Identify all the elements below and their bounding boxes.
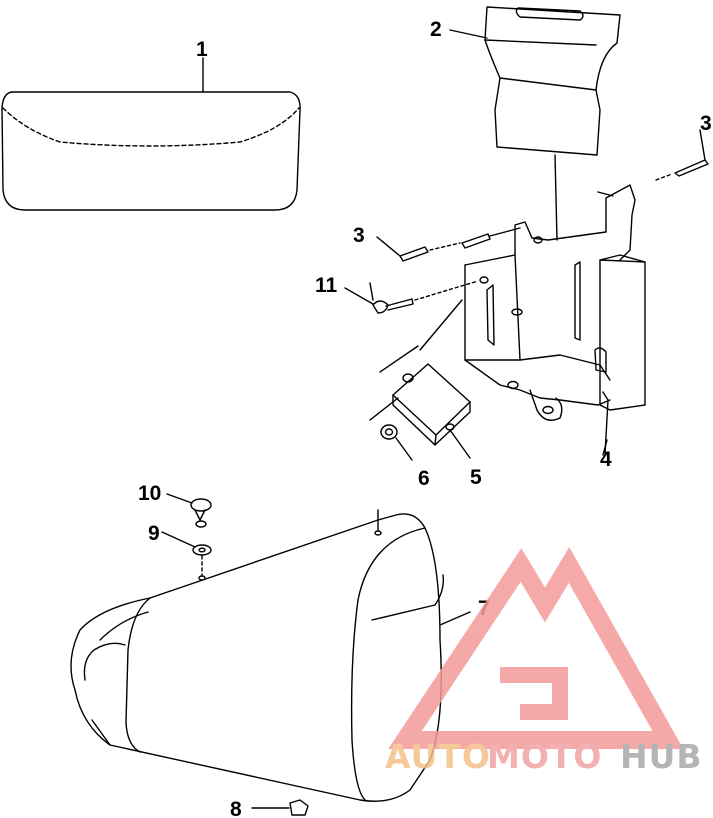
callout-10: 10 bbox=[138, 482, 161, 505]
part-3-screw-right bbox=[655, 159, 709, 181]
part-3-screw-left bbox=[399, 227, 521, 262]
part-4-bracket bbox=[464, 184, 646, 456]
callout-8: 8 bbox=[230, 798, 242, 818]
part-7-rear-cover bbox=[70, 509, 471, 802]
callout-4: 4 bbox=[600, 448, 612, 471]
part-6-nut bbox=[380, 424, 413, 461]
callout-1: 1 bbox=[196, 38, 208, 61]
part-5-module bbox=[369, 299, 471, 459]
watermark-moto: MOTO bbox=[487, 737, 602, 776]
part-10-fastener bbox=[166, 493, 212, 528]
callout-3-right: 3 bbox=[700, 112, 712, 135]
callout-9: 9 bbox=[148, 522, 160, 545]
callout-6: 6 bbox=[418, 467, 430, 490]
part-1-pad bbox=[1, 91, 301, 211]
part-2-shroud bbox=[484, 6, 621, 241]
watermark-auto: AUTO bbox=[385, 737, 491, 776]
part-8-clip bbox=[251, 799, 309, 816]
callout-11: 11 bbox=[315, 274, 338, 297]
leader-lines bbox=[202, 29, 706, 456]
part-9-washer bbox=[161, 531, 212, 576]
part-11-bolt bbox=[344, 280, 479, 314]
watermark-logo: AUTO MOTO HUB bbox=[385, 547, 703, 776]
watermark-hub: HUB bbox=[620, 737, 703, 776]
callout-5: 5 bbox=[470, 466, 482, 489]
callout-3-left: 3 bbox=[353, 224, 365, 247]
callout-2: 2 bbox=[430, 18, 442, 41]
